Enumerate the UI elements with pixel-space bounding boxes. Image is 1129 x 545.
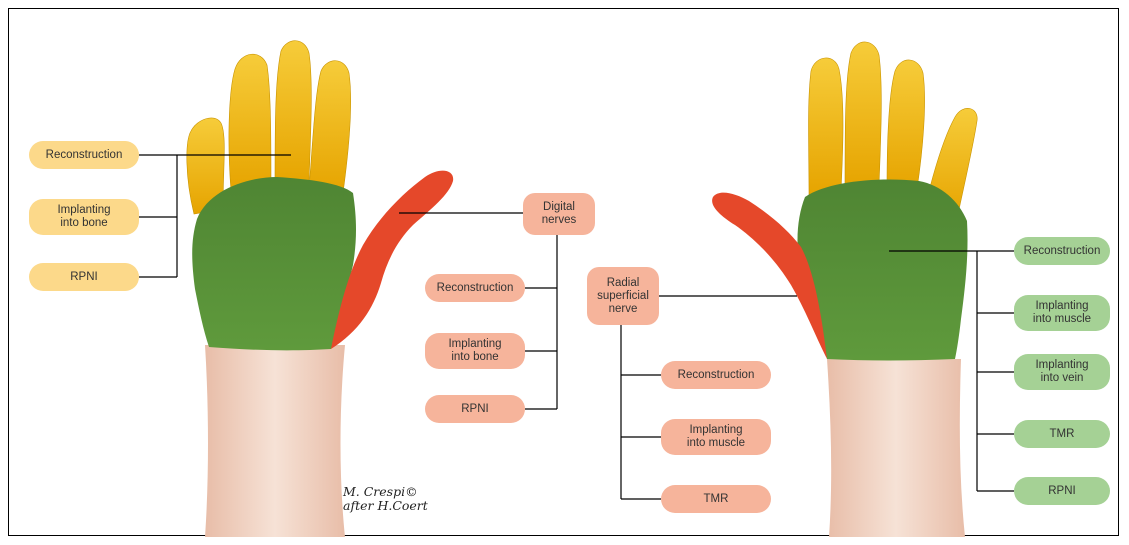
left-finger-3 [275, 41, 311, 185]
digital-nerves-label: Digital nerves [523, 193, 595, 235]
palm-option-implanting-muscle: Implanting into muscle [1014, 295, 1110, 331]
right-finger-1 [809, 58, 844, 195]
left-finger-4 [309, 61, 351, 193]
radial-option-reconstruction: Reconstruction [661, 361, 771, 389]
radial-option-tmr: TMR [661, 485, 771, 513]
left-finger-2 [229, 54, 271, 191]
right-finger-3 [887, 60, 925, 189]
digital-option-reconstruction: Reconstruction [425, 274, 525, 302]
finger-option-rpni: RPNI [29, 263, 139, 291]
finger-option-implanting-bone: Implanting into bone [29, 199, 139, 235]
left-hand [187, 41, 453, 537]
palm-option-reconstruction: Reconstruction [1014, 237, 1110, 265]
right-forearm [827, 359, 965, 537]
left-forearm [205, 345, 345, 537]
left-palm-zone [192, 177, 356, 350]
palm-option-rpni: RPNI [1014, 477, 1110, 505]
hands-illustration [9, 9, 1120, 537]
radial-nerve-label: Radial superficial nerve [587, 267, 659, 325]
digital-option-rpni: RPNI [425, 395, 525, 423]
palm-option-implanting-vein: Implanting into vein [1014, 354, 1110, 390]
digital-option-implanting-bone: Implanting into bone [425, 333, 525, 369]
artist-signature: M. Crespi© after H.Coert [343, 485, 428, 513]
palm-option-tmr: TMR [1014, 420, 1110, 448]
figure-frame: Reconstruction Implanting into bone RPNI… [8, 8, 1119, 536]
right-hand [712, 42, 977, 537]
right-finger-2 [845, 42, 881, 187]
finger-option-reconstruction: Reconstruction [29, 141, 139, 169]
radial-option-implanting-muscle: Implanting into muscle [661, 419, 771, 455]
